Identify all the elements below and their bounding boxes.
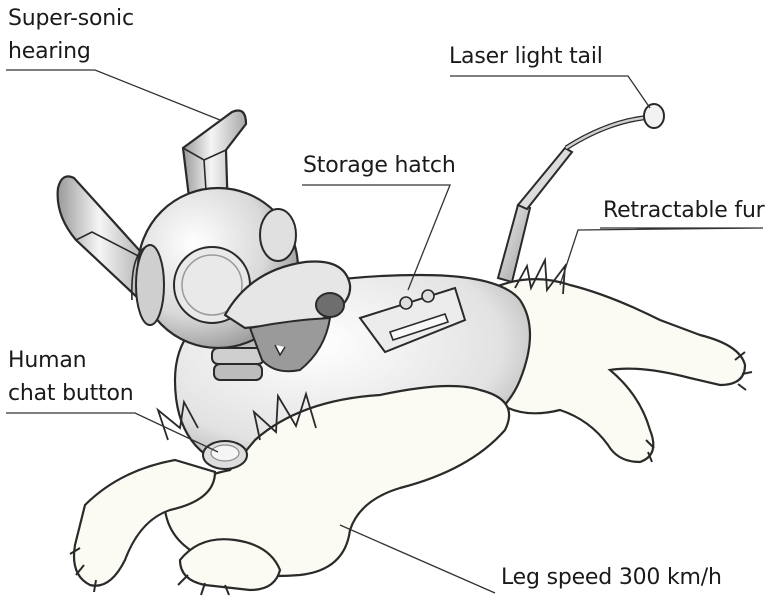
label-human-chat-line2: chat button <box>8 379 134 409</box>
leader-leg-speed <box>340 525 495 593</box>
label-leg-speed: Leg speed 300 km/h <box>501 563 722 593</box>
human-chat-button <box>203 441 247 469</box>
label-laser-tail: Laser light tail <box>449 42 603 72</box>
leader-super-sonic <box>6 70 220 120</box>
laser-tail <box>498 104 664 282</box>
label-storage-hatch: Storage hatch <box>303 151 456 181</box>
label-super-sonic-line1: Super-sonic <box>8 4 134 34</box>
head <box>132 188 350 371</box>
leader-laser-tail <box>450 76 650 108</box>
label-super-sonic-line2: hearing <box>8 37 91 67</box>
leader-retractable-fur <box>560 228 763 285</box>
label-human-chat-line1: Human <box>8 346 86 376</box>
front-fur <box>70 386 509 595</box>
label-retractable-fur: Retractable fur <box>603 196 765 226</box>
